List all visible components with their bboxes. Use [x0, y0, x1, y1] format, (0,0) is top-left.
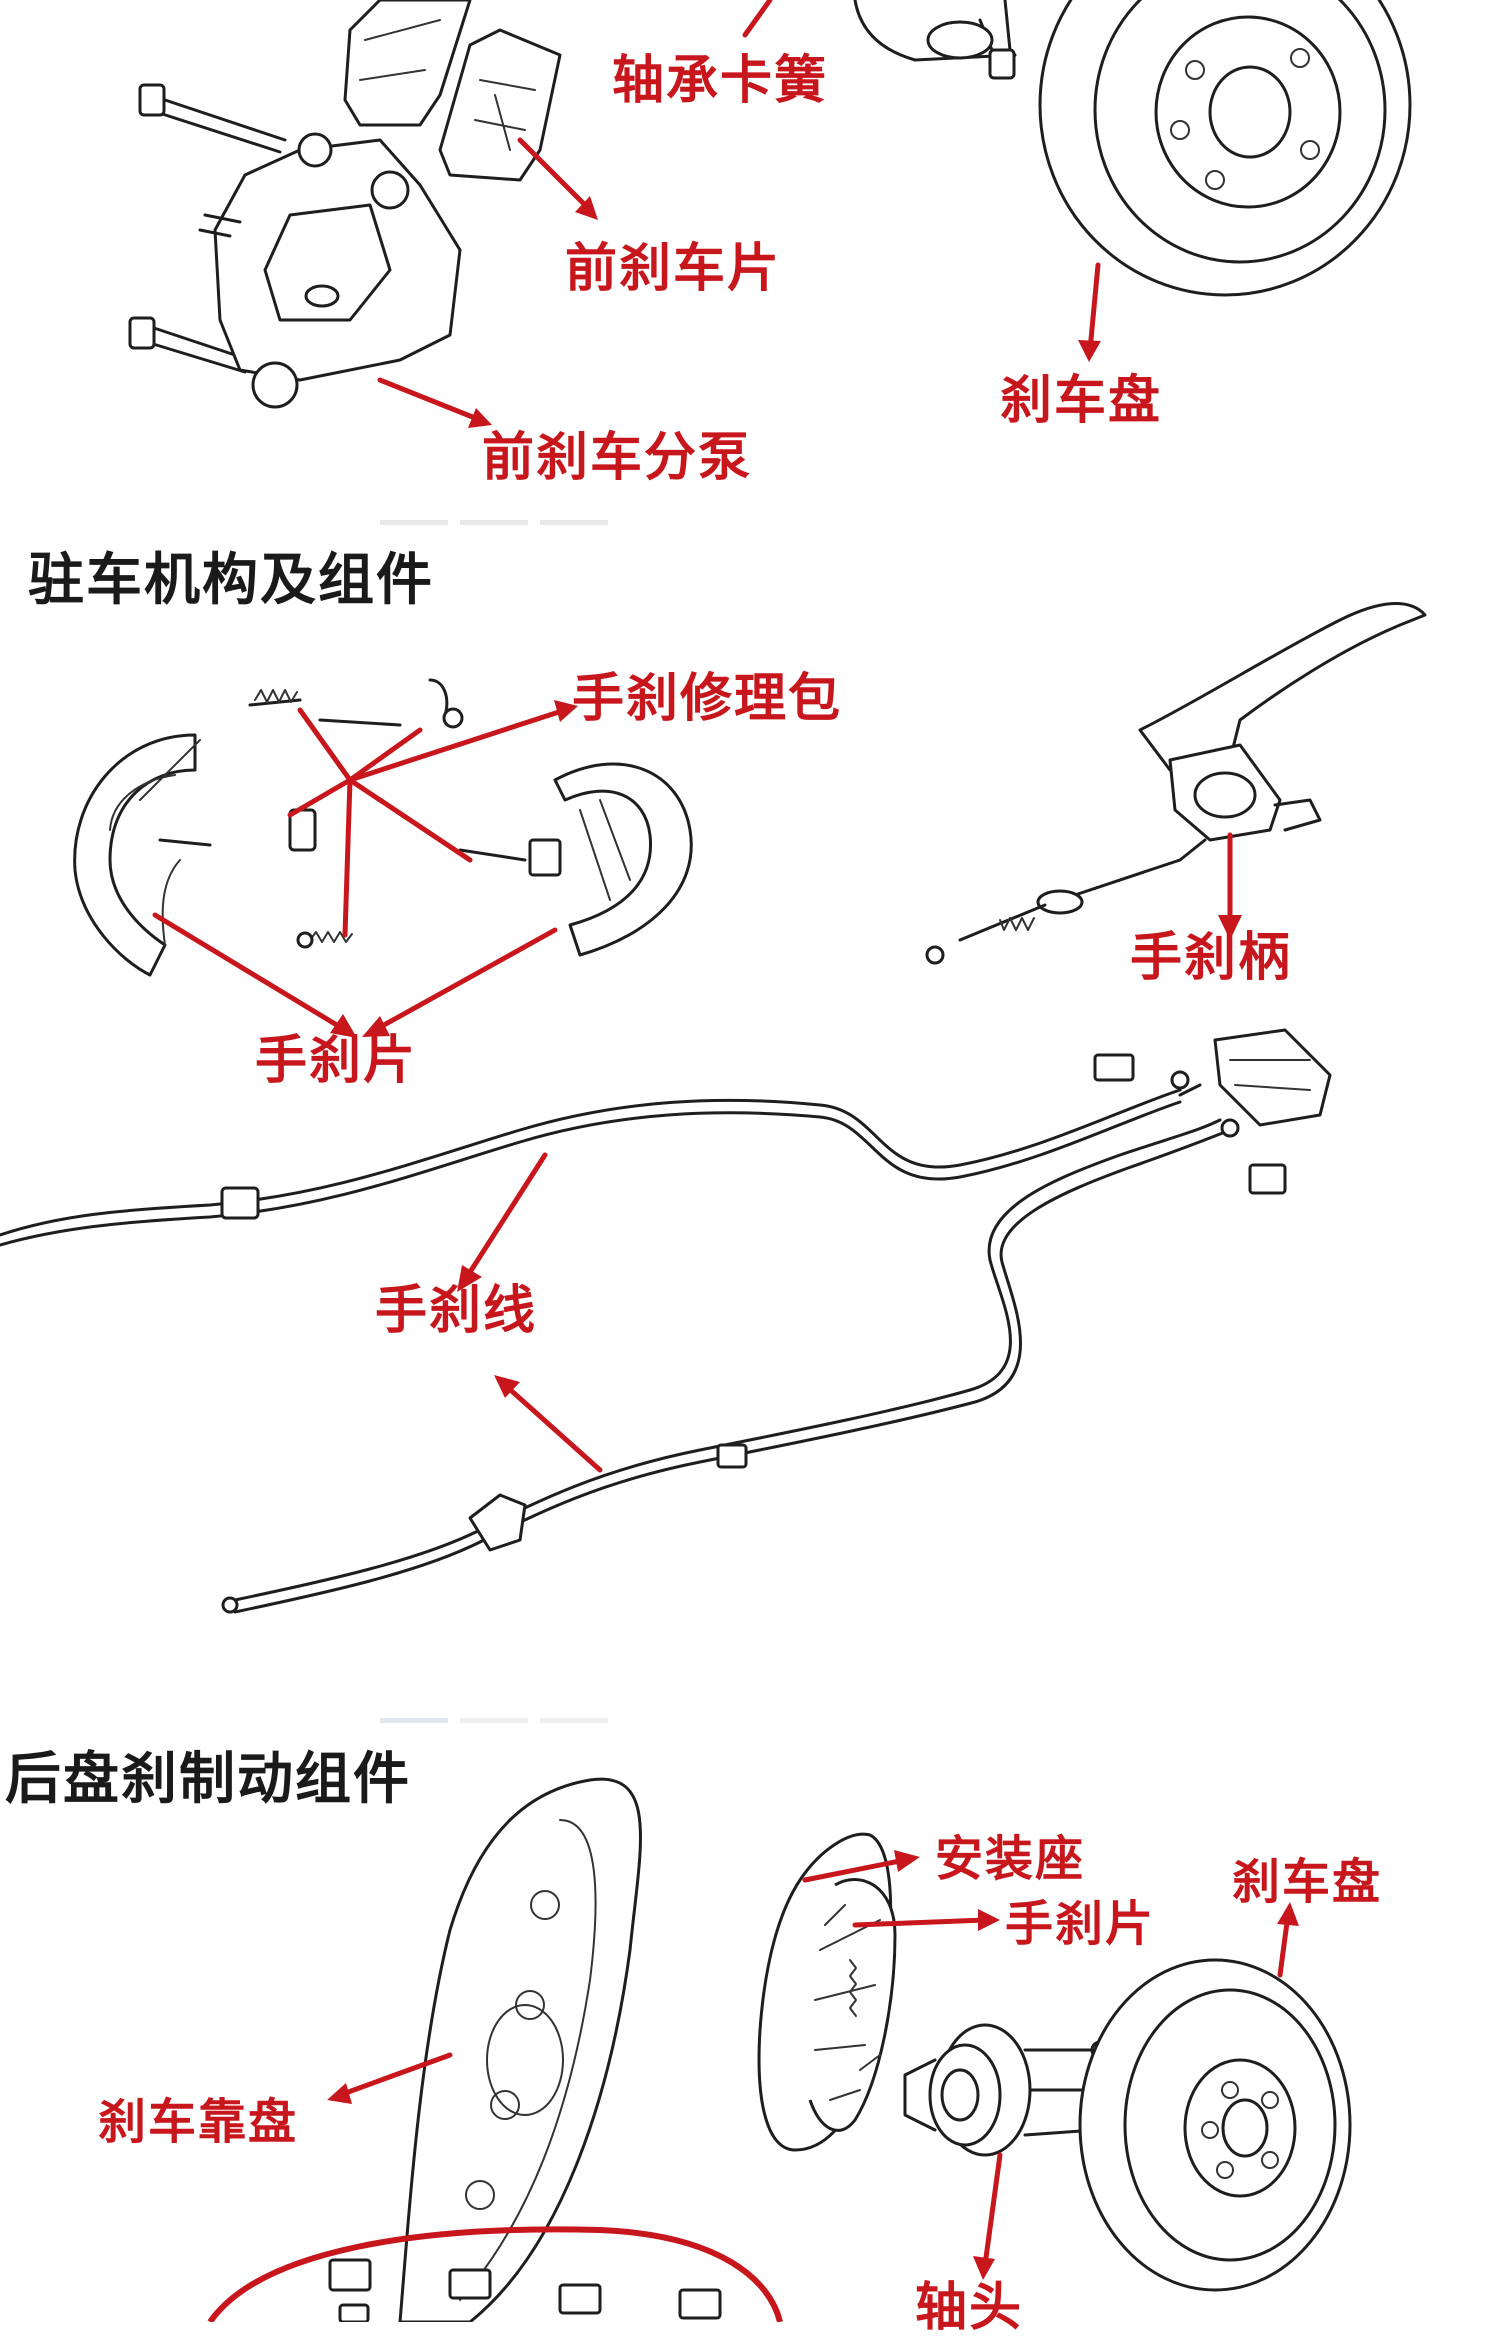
rotor-top [1038, 0, 1412, 297]
label-front-caliper: 前刹车分泵 [482, 428, 753, 488]
handbrake-lever [925, 602, 1427, 965]
mount-seat [757, 1832, 897, 2152]
shoe-right [553, 762, 693, 957]
label-rotor-rear: 刹车盘 [1232, 1854, 1383, 1910]
backing-plate [398, 1777, 642, 2322]
label-handbrake-shoe-rear: 手刹片 [1005, 1896, 1156, 1952]
hub-top [853, 0, 1017, 80]
brake-pad-outer [343, 0, 472, 127]
shoe-left [73, 733, 201, 977]
label-handbrake-repair-kit: 手刹修理包 [572, 669, 843, 729]
label-bearing-clip: 轴承卡簧 [612, 51, 829, 111]
heading-parking-brake: 驻车机构及组件 [28, 548, 434, 613]
caliper-body [198, 132, 462, 409]
label-handbrake-lever: 手刹柄 [1130, 928, 1293, 988]
brake-pad-inner [438, 28, 562, 182]
cable-bracket [1093, 1028, 1332, 1195]
page-dots [380, 520, 608, 1723]
heading-rear-disc-brake: 后盘刹制动组件 [5, 1747, 411, 1812]
label-front-pad: 前刹车片 [565, 239, 782, 299]
repair-kit-parts [158, 678, 562, 949]
rotor-rear [1078, 1958, 1352, 2292]
label-rotor-top: 刹车盘 [1000, 371, 1163, 431]
hardware-circle [207, 2226, 783, 2322]
label-mount-seat: 安装座 [935, 1831, 1086, 1887]
caliper-bolt-top [138, 83, 287, 154]
handbrake-cables [0, 1070, 1240, 1614]
label-handbrake-shoe: 手刹片 [255, 1031, 418, 1091]
label-backing-plate: 刹车靠盘 [98, 2094, 299, 2150]
label-handbrake-cable: 手刹线 [375, 1281, 538, 1341]
label-spindle: 轴头 [915, 2278, 1024, 2338]
